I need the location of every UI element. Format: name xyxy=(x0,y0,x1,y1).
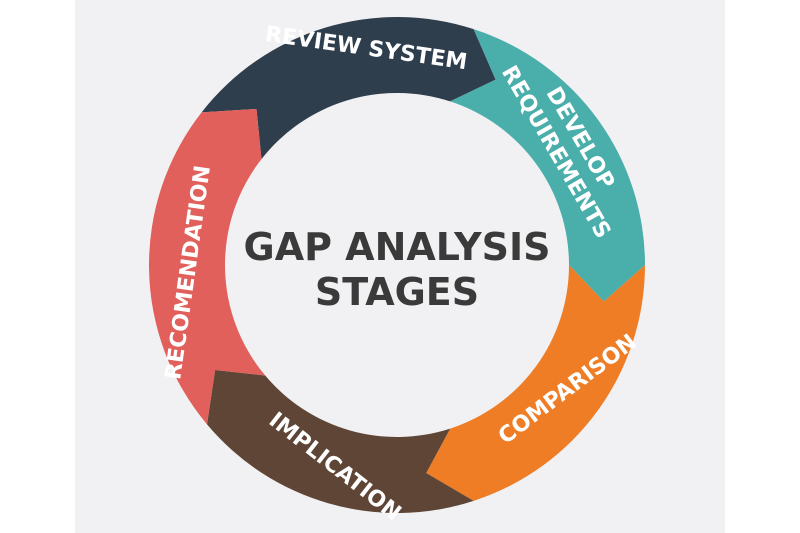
segment-comparison xyxy=(426,265,645,501)
segment-review xyxy=(201,16,496,160)
segment-recomendation xyxy=(149,108,266,425)
segment-implication xyxy=(207,370,474,513)
segment-develop xyxy=(450,29,645,302)
gap-analysis-cycle-diagram: REVIEW SYSTEM DEVELOP REQUIREMENTS COMPA… xyxy=(149,16,645,526)
diagram-canvas: REVIEW SYSTEM DEVELOP REQUIREMENTS COMPA… xyxy=(75,0,725,533)
center-title-line-2: STAGES xyxy=(315,270,479,314)
cycle-segments xyxy=(149,16,645,513)
center-title: GAP ANALYSIS STAGES xyxy=(244,225,551,314)
center-title-line-1: GAP ANALYSIS xyxy=(244,225,551,269)
